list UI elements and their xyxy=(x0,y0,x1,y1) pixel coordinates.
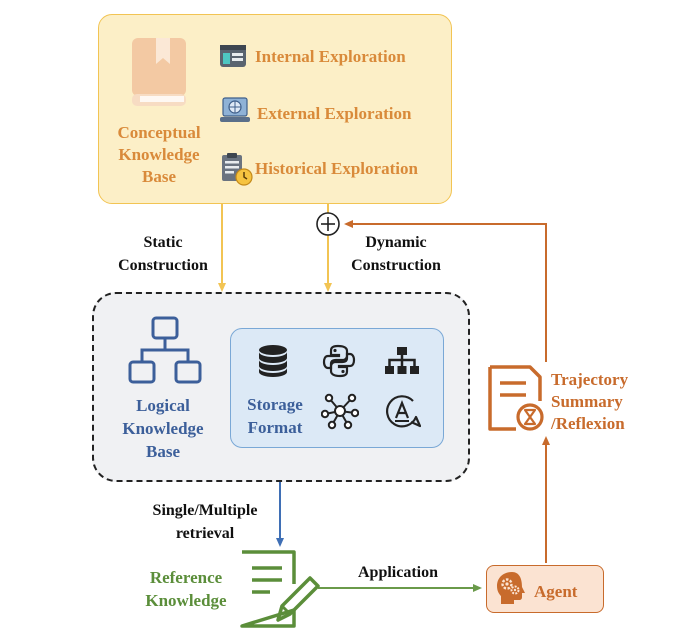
storage-line-1: Storage xyxy=(247,395,303,414)
conceptual-knowledge-base-title: Conceptual Knowledge Base xyxy=(104,122,214,188)
lkb-title-line-1: Logical xyxy=(136,396,190,415)
storage-format-title: Storage Format xyxy=(236,393,314,439)
external-exploration-icon xyxy=(220,97,250,122)
static-line-1: Static xyxy=(143,234,183,251)
book-icon xyxy=(132,38,186,106)
dynamic-line-2: Construction xyxy=(351,257,441,274)
hierarchy-icon xyxy=(128,316,202,384)
application-label: Application xyxy=(357,564,438,581)
trajectory-document-icon xyxy=(488,365,544,431)
graph-network-icon xyxy=(321,393,359,430)
trajectory-line-2: Summary xyxy=(551,392,623,411)
trajectory-summary-title: Trajectory Summary /Reflexion xyxy=(551,369,628,435)
database-icon xyxy=(259,345,287,377)
dynamic-construction-label: Dynamic Construction xyxy=(340,231,452,277)
historical-exploration-icon xyxy=(222,153,253,186)
reference-line-2: Knowledge xyxy=(145,591,227,610)
retrieval-line-1: Single/Multiple xyxy=(152,502,258,519)
static-line-2: Construction xyxy=(118,257,208,274)
agent-label: Agent xyxy=(534,582,578,601)
lkb-title-line-2: Knowledge xyxy=(122,419,204,438)
feedback-arrow xyxy=(344,220,547,362)
retrieval-line-2: retrieval xyxy=(175,525,235,542)
merge-plus-icon xyxy=(316,212,340,236)
lkb-title-line-3: Base xyxy=(146,442,180,461)
tree-structure-icon xyxy=(385,347,419,374)
agent-head-gears-icon xyxy=(497,572,525,604)
reference-knowledge-title: Reference Knowledge xyxy=(132,566,240,612)
storage-line-2: Format xyxy=(247,418,303,437)
ckb-title-line-3: Base xyxy=(142,167,176,186)
ckb-title-line-1: Conceptual xyxy=(117,123,201,142)
internal-exploration-icon xyxy=(220,45,246,67)
static-construction-label: Static Construction xyxy=(108,231,218,277)
internal-exploration-label: Internal Exploration xyxy=(255,47,406,66)
retrieval-label: Single/Multiple retrieval xyxy=(140,499,270,545)
text-recognition-icon xyxy=(386,395,421,428)
historical-exploration-label: Historical Exploration xyxy=(255,159,418,178)
logical-knowledge-base-title: Logical Knowledge Base xyxy=(108,394,218,463)
trajectory-line-1: Trajectory xyxy=(551,370,629,389)
external-exploration-label: External Exploration xyxy=(257,104,412,123)
python-icon xyxy=(322,344,356,378)
ckb-title-line-2: Knowledge xyxy=(118,145,200,164)
reference-line-1: Reference xyxy=(149,568,223,587)
trajectory-line-3: /Reflexion xyxy=(551,414,625,433)
dynamic-line-1: Dynamic xyxy=(365,234,427,251)
document-edit-icon xyxy=(240,550,320,628)
